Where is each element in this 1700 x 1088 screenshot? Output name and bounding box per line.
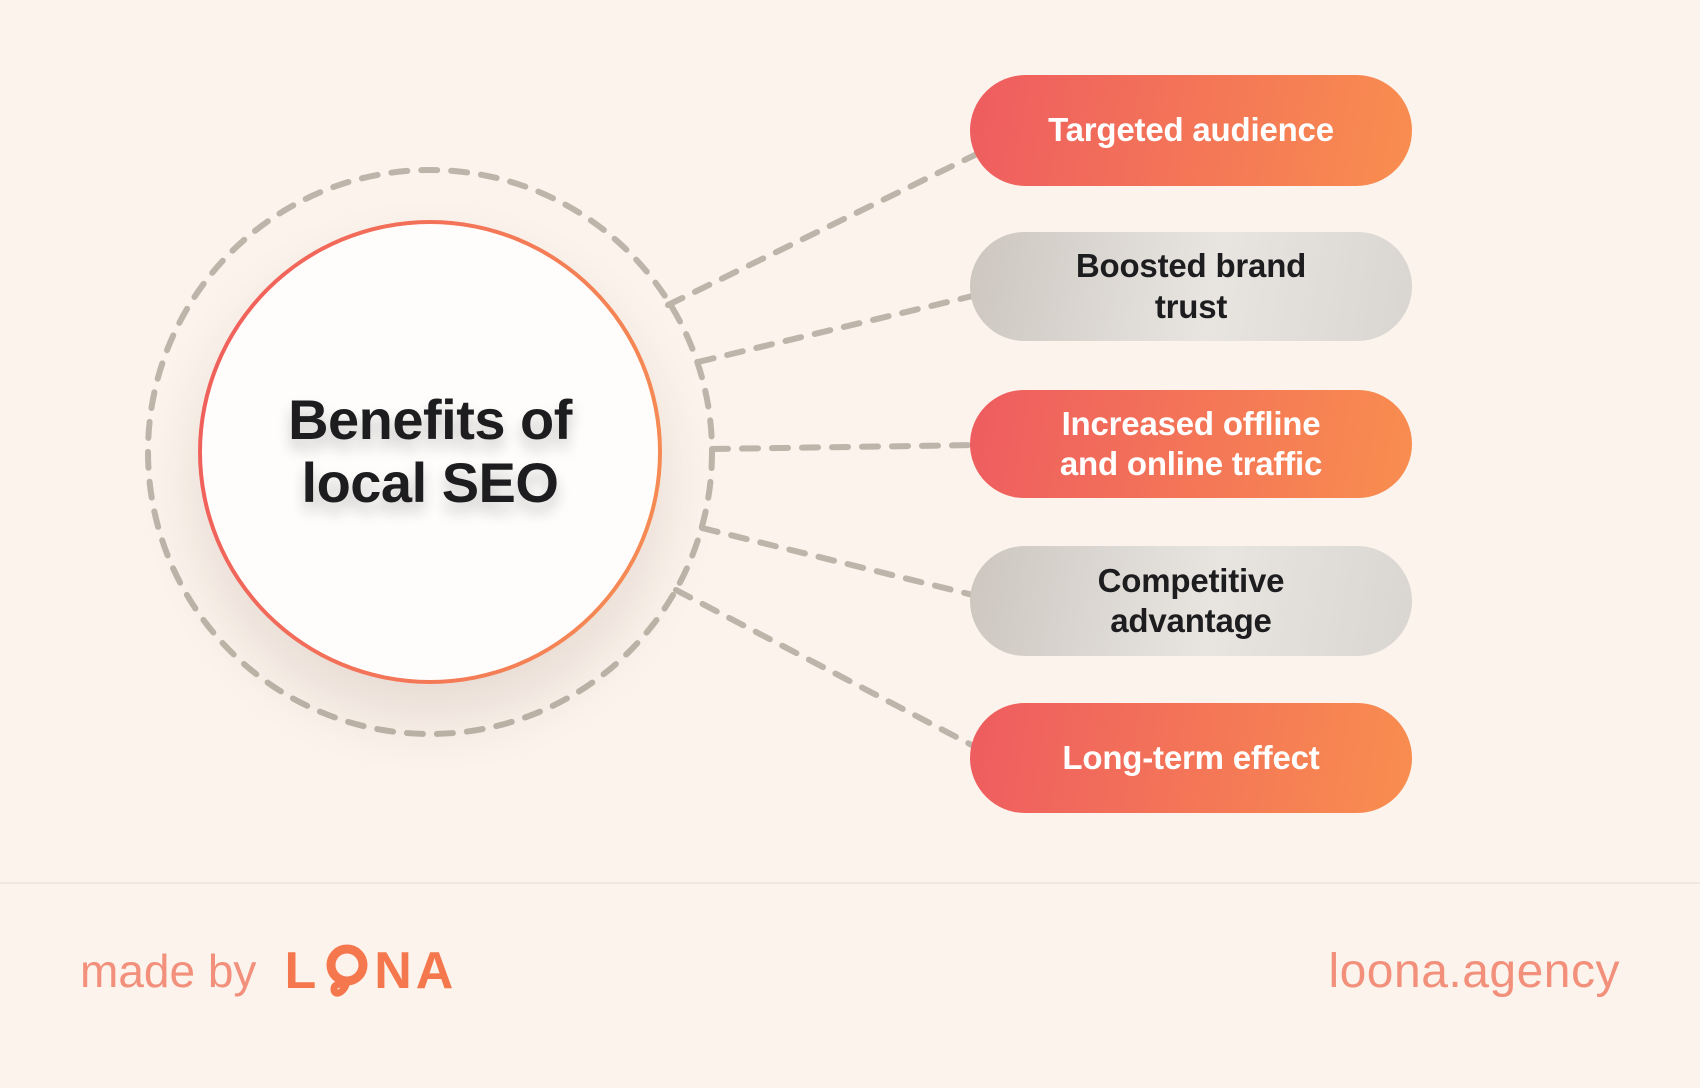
made-by: made by L NA bbox=[80, 941, 457, 1001]
pill-label: Competitive bbox=[1097, 561, 1285, 599]
benefit-pill-boosted-brand-trust: Boosted brand trust bbox=[970, 232, 1412, 341]
pill-label: Targeted audience bbox=[1048, 111, 1334, 149]
loona-logo-suffix: NA bbox=[374, 942, 458, 1000]
benefit-pill-competitive-advantage: Competitive advantage bbox=[970, 546, 1412, 656]
loona-o-icon bbox=[326, 944, 368, 997]
center-circle-inner: Benefits of local SEO bbox=[202, 224, 658, 680]
loona-logo: L NA bbox=[284, 941, 457, 1001]
benefit-pill-increased-traffic: Increased offline and online traffic bbox=[970, 390, 1412, 498]
pill-label: Increased offline bbox=[1061, 404, 1321, 442]
diagram-title-line1: Benefits of bbox=[288, 388, 572, 452]
pill-label: trust bbox=[1154, 287, 1228, 325]
footer: made by L NA loona.agency bbox=[0, 882, 1700, 1088]
loona-logo-prefix: L bbox=[284, 942, 321, 1000]
pill-label: advantage bbox=[1110, 602, 1272, 639]
diagram-title: Benefits of local SEO bbox=[288, 389, 572, 514]
made-by-label: made by bbox=[80, 945, 257, 997]
diagram-title-line2: local SEO bbox=[301, 451, 559, 514]
center-circle: Benefits of local SEO bbox=[198, 220, 662, 684]
pill-label: and online traffic bbox=[1059, 445, 1323, 482]
pill-label: Boosted brand bbox=[1075, 247, 1307, 285]
benefit-pill-long-term-effect: Long-term effect bbox=[970, 703, 1412, 813]
benefit-pill-targeted-audience: Targeted audience bbox=[970, 75, 1412, 186]
pill-label: Long-term effect bbox=[1062, 738, 1320, 776]
site-label: loona.agency bbox=[1328, 944, 1620, 998]
